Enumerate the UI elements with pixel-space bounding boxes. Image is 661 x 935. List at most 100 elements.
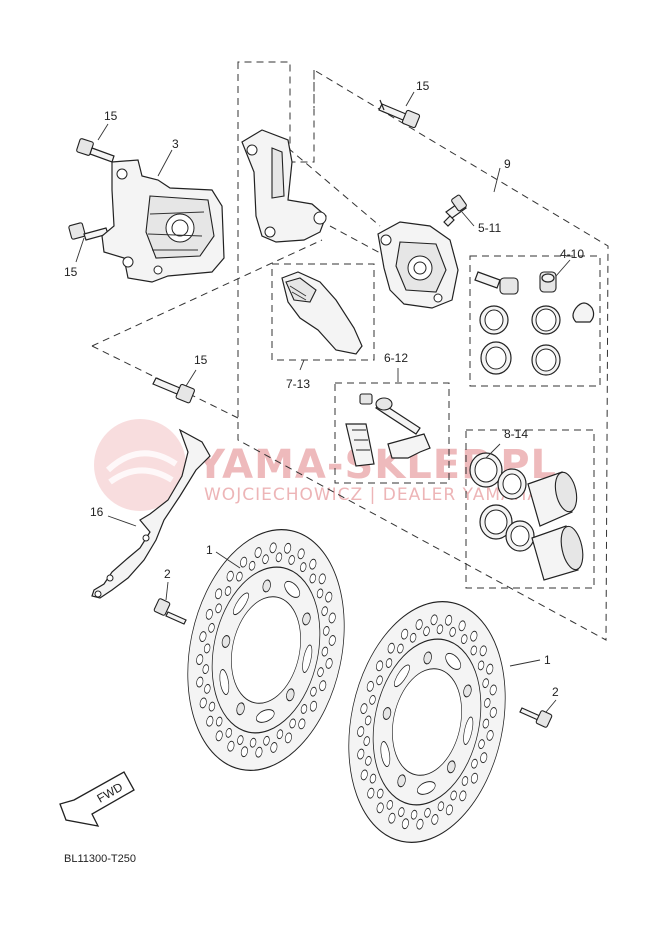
disc-drill-hole [254,547,262,558]
disc-drill-hole [486,663,494,675]
disc-drill-hole [224,586,232,596]
disc-drill-hole [196,676,204,688]
brake-disc-right [348,601,506,843]
disc-drill-hole [275,552,283,563]
callout-bolt-middle: 15 [194,353,208,367]
callout-bleeder: 5-11 [478,221,501,235]
disc-carrier-slot [232,592,249,616]
disc-drill-hole [215,588,223,600]
disc-mount-bolt [236,702,245,716]
leader-lines [75,91,571,713]
disc-drill-hole [325,591,333,603]
disc-drill-hole [199,697,207,709]
disc-drill-hole [215,730,223,742]
callout-labels: 15 15 3 15 9 5-11 4-10 15 6-12 7-13 8-14… [64,79,584,699]
disc-mount-bolt [447,760,456,774]
disc-drill-hole [297,548,305,560]
disc-drill-hole [317,667,324,678]
disc-drill-hole [470,630,478,642]
bolt-15-middle [152,377,195,404]
bolt-15-left-bottom [68,222,109,241]
disc-drill-hole [484,697,491,708]
disc-drill-hole [360,769,368,781]
disc-drill-hole [225,727,233,738]
disc-drill-hole [360,703,368,715]
disc-drill-hole [478,739,485,750]
callout-bolt-top: 15 [416,79,430,93]
disc-drill-hole [298,718,306,730]
disc-carrier-slot [302,644,313,673]
disc-drill-hole [449,627,456,637]
disc-drill-hole [204,683,211,694]
disc-drill-hole [276,729,284,740]
disc-mount-bolt [286,688,295,702]
disc-drill-hole [309,573,316,584]
disc-drill-hole [480,752,488,764]
callout-pad-set: 7-13 [286,377,310,391]
disc-drill-hole [203,643,211,654]
disc-drill-hole [215,603,222,614]
disc-drill-hole [376,675,383,686]
disc-drill-hole [388,812,396,824]
disc-drill-hole [284,732,292,744]
fwd-arrow: FWD [59,771,135,827]
pin-set [345,393,431,467]
diagram-code: BL11300-T250 [64,853,136,865]
disc-carrier-slot [416,781,436,795]
disc-drill-hole [416,818,424,830]
callout-caliper-left: 3 [172,137,179,151]
disc-drill-hole [471,758,478,769]
disc-drill-hole [288,555,295,565]
disc-drill-hole [430,614,438,626]
screw-2-right [519,707,553,728]
disc-drill-hole [227,740,235,752]
disc-carrier-slot [380,741,391,767]
disc-drill-hole [284,542,292,554]
disc-drill-hole [199,631,207,643]
disc-drill-hole [319,680,327,692]
disc-drill-hole [328,635,336,646]
disc-drill-hole [489,707,497,718]
disc-drill-hole [458,620,466,632]
disc-drill-hole [424,807,431,818]
caliper-bracket [241,129,327,243]
disc-drill-hole [206,715,214,727]
disc-drill-hole [318,573,326,585]
disc-drill-hole [486,729,494,741]
disc-drill-hole [409,632,417,643]
callout-pin-set: 6-12 [384,351,408,365]
disc-drill-hole [262,554,269,565]
watermark-logo [94,419,186,511]
pad-box [271,263,375,361]
disc-mount-bolt [423,651,432,665]
disc-drill-hole [316,588,324,599]
disc-drill-hole [401,818,409,830]
callout-caliper-assy: 9 [504,157,511,171]
disc-drill-hole [398,807,405,817]
piston-seals [474,271,595,376]
disc-drill-hole [240,556,248,568]
disc-drill-hole [269,542,277,554]
disc-drill-hole [270,742,278,753]
disc-drill-hole [376,802,384,814]
callout-disc-right: 1 [544,653,551,667]
disc-drill-hole [300,704,308,714]
disc-drill-hole [376,660,384,672]
disc-drill-hole [255,746,263,758]
disc-mount-bolt [262,579,271,593]
callout-piston-seals: 4-10 [560,247,584,261]
disc-drill-hole [431,814,439,825]
disc-carrier-slot [445,652,462,670]
disc-drill-hole [309,700,317,712]
disc-drill-hole [387,642,395,654]
caliper-body [377,221,459,309]
assembly-outlines [91,61,609,641]
callout-bolt-left-top: 15 [104,109,118,123]
disc-drill-hole [482,678,489,689]
disc-drill-hole [460,634,468,645]
disc-drill-hole [470,772,478,784]
disc-drill-hole [325,657,333,669]
disc-drill-hole [357,726,365,737]
bolt-15-top [378,99,421,129]
